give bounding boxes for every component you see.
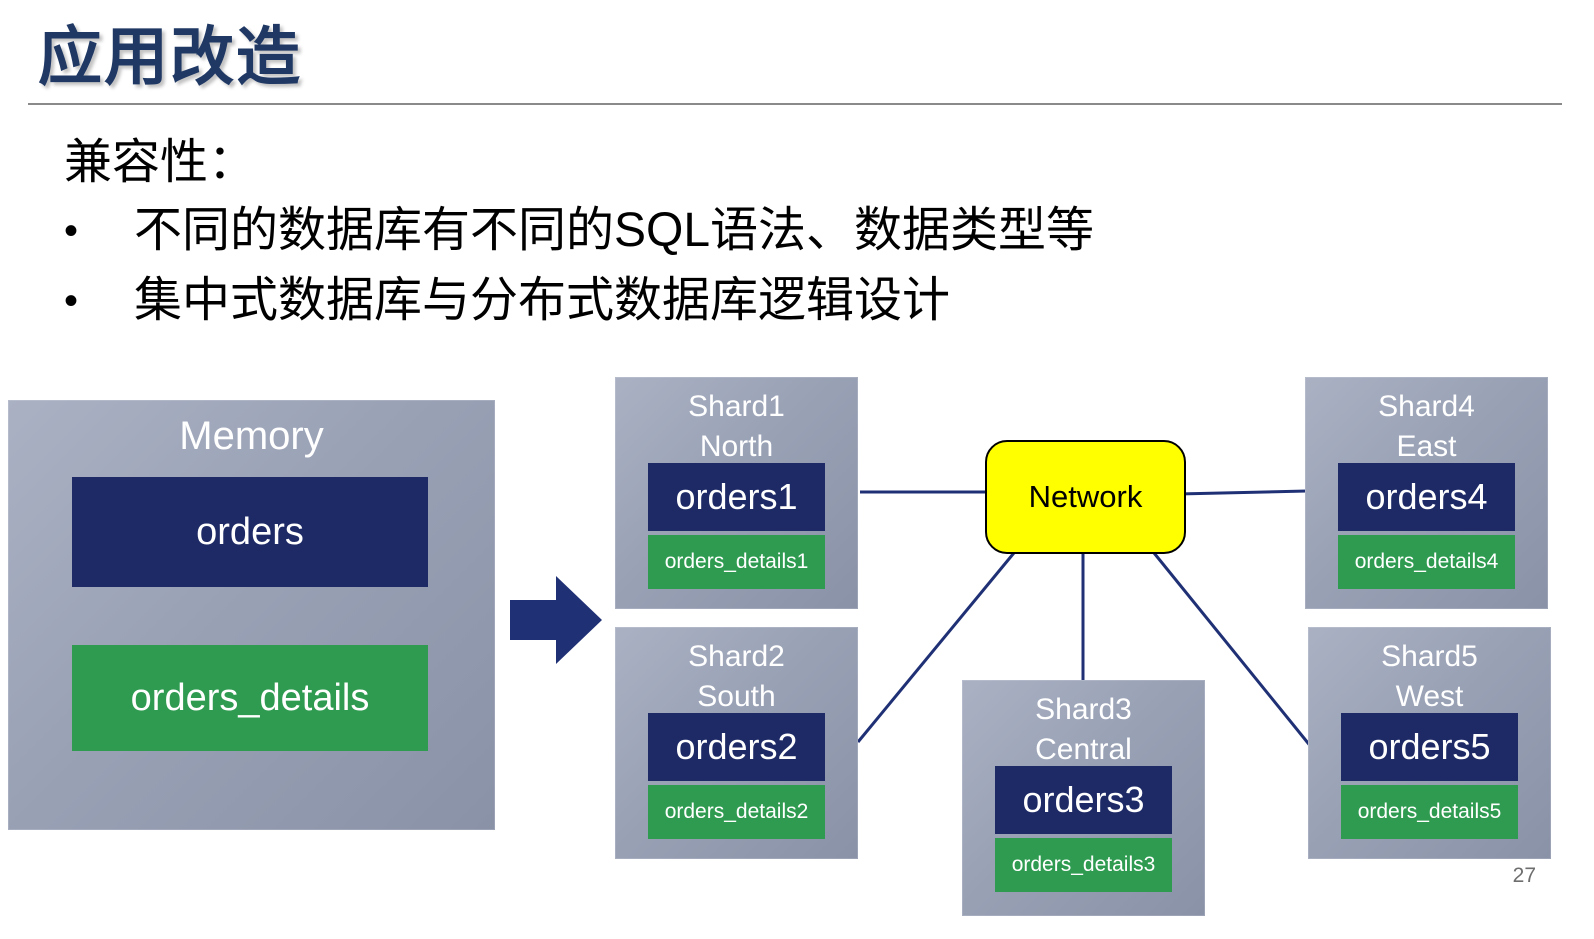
- shard5-orders-table: orders5: [1341, 713, 1518, 781]
- memory-label: Memory: [179, 414, 324, 458]
- shard3-panel: Shard3 Central orders3 orders_details3: [962, 680, 1205, 916]
- page-number: 27: [1512, 864, 1536, 887]
- shard2-orders-table: orders2: [648, 713, 825, 781]
- shard-region: Central: [1035, 733, 1132, 766]
- shard1-details-table: orders_details1: [648, 535, 825, 589]
- shard4-panel: Shard4 East orders4 orders_details4: [1305, 377, 1548, 609]
- shard4-details-table: orders_details4: [1338, 535, 1515, 589]
- section-heading: 兼容性：: [64, 136, 257, 189]
- shard4-title: Shard4 East: [1305, 377, 1548, 467]
- right-arrow-icon: [510, 576, 602, 664]
- network-node: Network: [985, 440, 1186, 554]
- shard1-title: Shard1 North: [615, 377, 858, 467]
- shard-region: West: [1395, 680, 1464, 713]
- shard3-title: Shard3 Central: [962, 680, 1205, 770]
- shard4-orders-table: orders4: [1338, 463, 1515, 531]
- shard2-panel: Shard2 South orders2 orders_details2: [615, 627, 858, 859]
- bullet-list: • 不同的数据库有不同的SQL语法、数据类型等 • 集中式数据库与分布式数据库逻…: [64, 196, 1514, 336]
- bullet-text: 不同的数据库有不同的SQL语法、数据类型等: [134, 204, 1095, 257]
- shard2-title: Shard2 South: [615, 627, 858, 717]
- bullet-item: • 集中式数据库与分布式数据库逻辑设计: [64, 266, 1514, 336]
- shard5-title: Shard5 West: [1308, 627, 1551, 717]
- shard1-orders-table: orders1: [648, 463, 825, 531]
- page-title: 应用改造: [38, 21, 302, 93]
- shard-region: South: [697, 680, 776, 713]
- shard-name: Shard4: [1378, 390, 1475, 423]
- shard5-details-table: orders_details5: [1341, 785, 1518, 839]
- shard-name: Shard5: [1381, 640, 1478, 673]
- shard5-panel: Shard5 West orders5 orders_details5: [1308, 627, 1551, 859]
- shard-name: Shard3: [1035, 693, 1132, 726]
- shard3-orders-table: orders3: [995, 766, 1172, 834]
- bullet-text: 集中式数据库与分布式数据库逻辑设计: [134, 274, 951, 327]
- shard1-panel: Shard1 North orders1 orders_details1: [615, 377, 858, 609]
- shard2-details-table: orders_details2: [648, 785, 825, 839]
- shard-region: North: [699, 430, 774, 463]
- bullet-marker: •: [64, 279, 79, 323]
- shard3-details-table: orders_details3: [995, 838, 1172, 892]
- memory-details-table: orders_details: [72, 645, 428, 751]
- memory-orders-table: orders: [72, 477, 428, 587]
- shard-name: Shard1: [688, 390, 785, 423]
- bullet-marker: •: [64, 209, 79, 253]
- title-divider: [28, 103, 1562, 105]
- memory-panel: Memory orders orders_details: [8, 400, 495, 830]
- shard-name: Shard2: [688, 640, 785, 673]
- shard-region: East: [1396, 430, 1457, 463]
- bullet-item: • 不同的数据库有不同的SQL语法、数据类型等: [64, 196, 1514, 266]
